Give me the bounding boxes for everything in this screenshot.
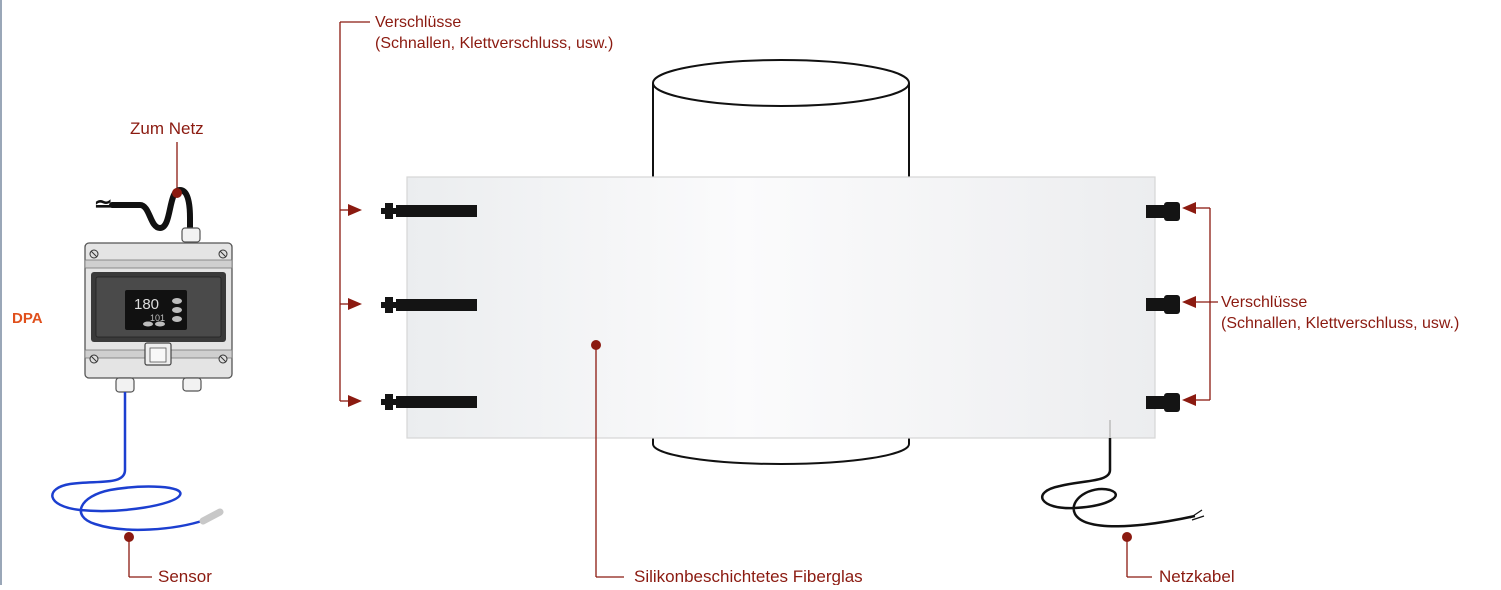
left-closures-sublabel: (Schnallen, Klettverschluss, usw.) — [375, 35, 613, 52]
right-buckle-3 — [1146, 393, 1180, 412]
cylinder — [652, 59, 910, 465]
controller-button — [172, 316, 182, 322]
controller-button — [172, 307, 182, 313]
cable-gland-bottom — [115, 377, 135, 393]
controller-name: DPA — [12, 310, 43, 327]
arrow-icon — [1182, 296, 1196, 308]
controller-button — [155, 321, 165, 327]
cylinder-top — [652, 59, 910, 107]
page-left-edge — [0, 0, 2, 585]
arrow-icon — [1182, 394, 1196, 406]
left-strap-1 — [381, 203, 477, 219]
right-buckles — [1146, 202, 1180, 412]
power-cable — [1041, 438, 1196, 528]
arrow-icon — [348, 395, 362, 407]
right-closures-callout — [1182, 202, 1218, 406]
mains-cable — [109, 186, 193, 232]
display-reading-top: 180 — [134, 296, 159, 313]
to-mains-label: Zum Netz — [130, 119, 204, 138]
controller-display — [125, 290, 187, 330]
left-straps — [381, 203, 477, 410]
cable-gland-top — [181, 227, 201, 243]
sensor-probe — [199, 508, 224, 525]
right-closures-label: Verschlüsse — [1221, 294, 1307, 311]
controller-housing: 180 101 — [84, 242, 233, 379]
ac-symbol-icon: ≃ — [94, 191, 112, 216]
screw-icon — [89, 249, 228, 364]
left-strap-2 — [381, 297, 477, 313]
heating-jacket — [406, 176, 1156, 439]
left-closures-label: Verschlüsse — [375, 14, 461, 31]
arrow-icon — [348, 298, 362, 310]
material-label: Silikonbeschichtetes Fiberglas — [634, 567, 863, 585]
sensor-label: Sensor — [158, 567, 212, 585]
leader-dot-icon — [591, 340, 601, 350]
controller-button — [172, 298, 182, 304]
left-strap-3 — [381, 394, 477, 410]
power-cable-label: Netzkabel — [1159, 567, 1235, 585]
right-buckle-2 — [1146, 295, 1180, 314]
controller-button — [143, 321, 153, 327]
display-reading-bottom: 101 — [150, 313, 165, 323]
cable-gland-bottom — [182, 377, 202, 392]
arrow-icon — [1182, 202, 1196, 214]
left-closures-callout — [339, 21, 370, 407]
leader-dot-icon — [1122, 532, 1132, 542]
leader-dot-icon — [172, 188, 182, 198]
sensor-cable — [51, 392, 206, 531]
cylinder-bottom — [652, 438, 910, 465]
leader-dot-icon — [124, 532, 134, 542]
right-closures-sublabel: (Schnallen, Klettverschluss, usw.) — [1221, 315, 1459, 332]
right-buckle-1 — [1146, 202, 1180, 221]
arrow-icon — [348, 204, 362, 216]
